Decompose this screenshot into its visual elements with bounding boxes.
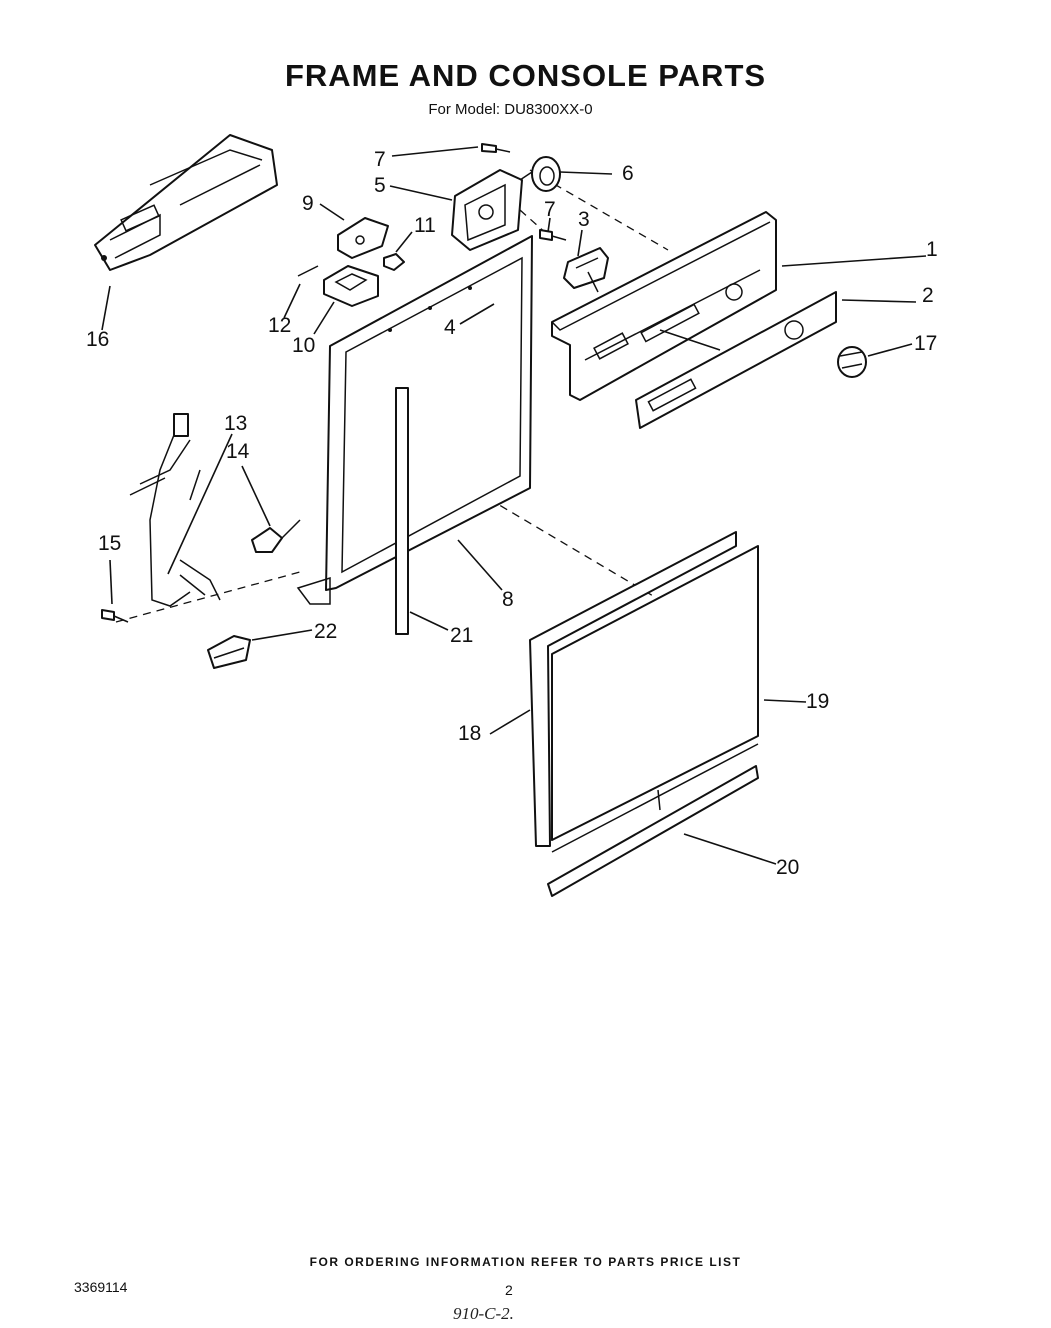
callout-7-top: 7 xyxy=(374,148,386,171)
callout-17: 17 xyxy=(914,332,937,355)
callout-7-right: 7 xyxy=(544,198,556,221)
part-1-console-panel xyxy=(551,211,777,401)
callout-leader-lines xyxy=(101,146,927,865)
model-subtitle: For Model: DU8300XX-0 xyxy=(428,101,593,118)
handwritten-note: 910-C-2. xyxy=(453,1304,514,1323)
callout-11: 11 xyxy=(414,214,436,237)
part-17-knob xyxy=(837,346,867,378)
callout-15: 15 xyxy=(98,532,121,555)
callout-4: 4 xyxy=(444,316,456,339)
callout-16: 16 xyxy=(86,328,109,351)
callout-10: 10 xyxy=(292,334,315,357)
page-title: FRAME AND CONSOLE PARTS xyxy=(284,58,767,93)
part-8-door-frame xyxy=(296,235,533,605)
part-18-outer-door-panel xyxy=(529,531,737,847)
part-7-screw-top xyxy=(481,143,511,153)
callout-3: 3 xyxy=(578,208,590,231)
callout-20: 20 xyxy=(776,856,799,879)
callout-5: 5 xyxy=(374,174,386,197)
callout-19: 19 xyxy=(806,690,829,713)
part-12-pin xyxy=(297,265,319,277)
part-19-door-panel xyxy=(551,545,759,841)
part-9-switch-bracket xyxy=(337,217,389,259)
part-21-seal-strip xyxy=(395,387,409,635)
part-22-wire-connector xyxy=(207,635,251,669)
part-20-bottom-trim xyxy=(547,743,759,897)
callout-12: 12 xyxy=(268,314,291,337)
part-13-wire-harness xyxy=(129,413,221,607)
part-14-connector xyxy=(251,519,301,553)
part-10-switch-housing xyxy=(323,265,379,307)
part-15-screw xyxy=(101,609,129,623)
callout-14: 14 xyxy=(226,440,250,463)
callout-9: 9 xyxy=(302,192,314,215)
part-3-bracket xyxy=(563,247,609,293)
callout-21: 21 xyxy=(450,624,473,647)
callout-6: 6 xyxy=(622,162,634,185)
callout-labels: 1 2 3 4 5 6 7 7 8 9 10 11 12 13 14 15 16… xyxy=(86,148,938,879)
callout-18: 18 xyxy=(458,722,481,745)
callout-2: 2 xyxy=(922,284,934,307)
part-11-switch xyxy=(383,253,405,271)
callout-13: 13 xyxy=(224,412,247,435)
page-number: 2 xyxy=(505,1282,513,1298)
callout-1: 1 xyxy=(926,238,938,261)
part-7-screw-right xyxy=(539,229,567,241)
document-number: 3369114 xyxy=(74,1279,128,1295)
part-5-switch-module xyxy=(451,169,523,251)
part-6-knob xyxy=(519,156,561,192)
callout-22: 22 xyxy=(314,620,337,643)
ordering-note: FOR ORDERING INFORMATION REFER TO PARTS … xyxy=(309,1255,742,1269)
part-2-control-overlay xyxy=(635,291,837,429)
part-16-console-end-cap xyxy=(94,134,278,271)
callout-8: 8 xyxy=(502,588,514,611)
